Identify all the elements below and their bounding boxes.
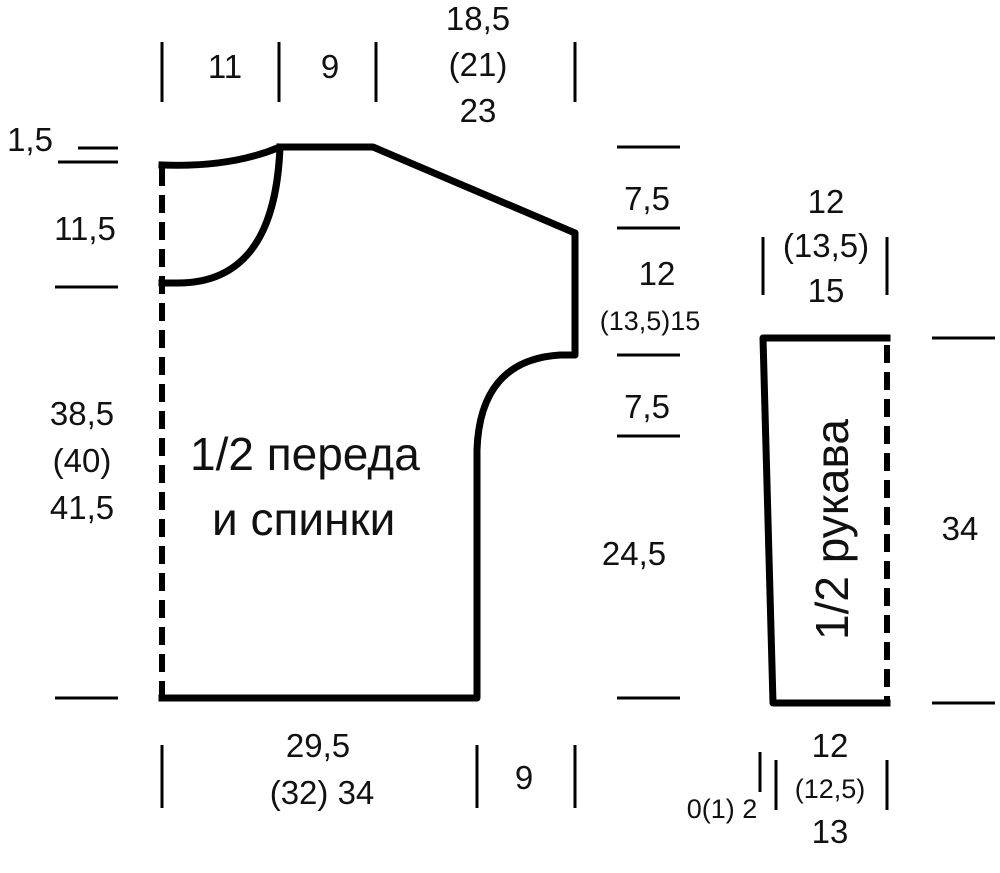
- dim-sleeve-top-2: (13,5): [783, 227, 869, 264]
- dim-side-2: (40): [53, 442, 112, 479]
- dimension-ticks: [55, 42, 995, 810]
- dim-armhole-top-sizes: (13,5)15: [600, 306, 701, 336]
- dim-bottom-2: (32) 34: [270, 774, 375, 811]
- dim-bottom-1: 29,5: [286, 727, 350, 764]
- dim-shoulder-flat: 9: [321, 48, 339, 85]
- dim-neck-width: 11: [208, 48, 242, 85]
- body-outline: [158, 143, 579, 702]
- dim-sleeve-top-3: 15: [808, 272, 845, 309]
- sleeve-label: 1/2 рукава: [806, 419, 858, 640]
- dim-shoulder-2: (21): [449, 46, 508, 83]
- dim-armhole-top: 12: [639, 255, 676, 292]
- body-label-line1: 1/2 переда: [190, 428, 420, 480]
- sleeve-piece: 1/2 рукава: [759, 334, 891, 707]
- body-piece: 1/2 переда и спинки: [158, 143, 579, 702]
- dim-sleeve-bottom-2: (12,5): [795, 774, 866, 804]
- dim-shoulder-1: 18,5: [446, 0, 510, 37]
- dim-neck-drop: 1,5: [7, 121, 53, 158]
- dim-side-3: 41,5: [50, 489, 114, 526]
- dim-side-1: 38,5: [50, 395, 114, 432]
- dim-sleeve-offset: 0(1) 2: [687, 794, 758, 824]
- body-label-line2: и спинки: [212, 493, 395, 545]
- dim-neck-depth: 11,5: [54, 210, 116, 247]
- dim-armhole-curve: 7,5: [624, 388, 670, 425]
- dim-sleeve-top-1: 12: [808, 183, 845, 220]
- dimensions: 11 9 18,5 (21) 23 1,5 11,5 38,5 (40) 41,…: [7, 0, 978, 850]
- dim-lower-height: 24,5: [602, 535, 666, 572]
- dim-sleeve-height: 34: [942, 510, 979, 547]
- dim-shoulder-3: 23: [460, 92, 497, 129]
- dim-bottom-extension: 9: [515, 759, 533, 796]
- sleeve-outline: [759, 334, 891, 707]
- dim-sleeve-bottom-3: 13: [812, 813, 849, 850]
- neckline: [158, 143, 284, 287]
- dim-shoulder-slope: 7,5: [624, 180, 670, 217]
- dim-sleeve-bottom-1: 12: [812, 727, 849, 764]
